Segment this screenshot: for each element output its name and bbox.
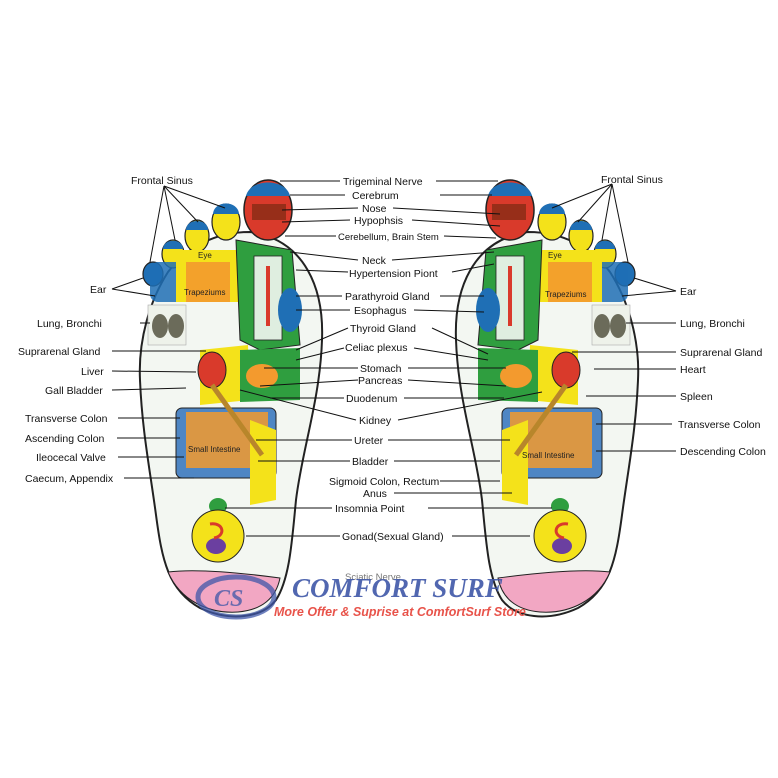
- label-transverse-colon-right: Transverse Colon: [678, 419, 761, 431]
- label-insomnia: Insomnia Point: [335, 503, 405, 515]
- brand-name: COMFORT SURF: [292, 573, 503, 603]
- label-gonad: Gonad(Sexual Gland): [342, 531, 444, 543]
- brand-logo-icon: [195, 574, 277, 620]
- label-nose: Nose: [362, 203, 387, 215]
- right-leader-lines: [551, 183, 677, 452]
- label-trigeminal: Trigeminal Nerve: [343, 176, 423, 188]
- label-neck: Neck: [362, 255, 387, 267]
- eye-left-label: Eye: [198, 251, 212, 260]
- label-caecum: Caecum, Appendix: [25, 473, 114, 485]
- left-leader-lines: [111, 185, 226, 479]
- label-cerebrum: Cerebrum: [352, 190, 399, 202]
- label-hypophsis: Hypophsis: [354, 215, 403, 227]
- label-stomach: Stomach: [360, 363, 402, 375]
- label-celiac: Celiac plexus: [345, 342, 407, 354]
- label-transverse-colon-left: Transverse Colon: [25, 413, 108, 425]
- brand-tagline: More Offer & Suprise at ComfortSurf Stor…: [274, 605, 526, 619]
- label-ear-left: Ear: [90, 284, 107, 296]
- label-kidney: Kidney: [359, 415, 392, 427]
- small-intestine-right-label: Small Intestine: [522, 451, 575, 460]
- label-sciatic: Sciatic Nerve: [345, 572, 401, 583]
- label-ureter: Ureter: [354, 435, 384, 447]
- label-cerebellum: Cerebellum, Brain Stem: [338, 232, 439, 243]
- center-leader-lines: [225, 180, 552, 537]
- label-parathyroid: Parathyroid Gland: [345, 291, 430, 303]
- label-pancreas: Pancreas: [358, 375, 402, 387]
- label-esophagus: Esophagus: [354, 305, 407, 317]
- label-heart: Heart: [680, 364, 706, 376]
- label-lung-left: Lung, Bronchi: [37, 318, 102, 330]
- left-labels: Frontal Sinus Ear Lung, Bronchi Supraren…: [18, 175, 193, 485]
- center-labels: Trigeminal Nerve Cerebrum Nose Hypophsis…: [329, 176, 444, 583]
- label-suprarenal-left: Suprarenal Gland: [18, 346, 100, 358]
- watermark: CS COMFORT SURF More Offer & Suprise at …: [195, 573, 526, 620]
- label-sigmoid: Sigmoid Colon, Rectum: [329, 476, 440, 488]
- label-liver: Liver: [81, 366, 104, 378]
- label-descending-colon: Descending Colon: [680, 446, 766, 458]
- trapeziums-left-label: Trapeziums: [184, 288, 226, 297]
- label-frontal-sinus-right: Frontal Sinus: [601, 174, 663, 186]
- label-duodenum: Duodenum: [346, 393, 398, 405]
- trapeziums-right-label: Trapeziums: [545, 290, 587, 299]
- small-intestine-left-label: Small Intestine: [188, 445, 241, 454]
- label-spleen: Spleen: [680, 391, 713, 403]
- label-bladder: Bladder: [352, 456, 389, 468]
- label-ascending-colon: Ascending Colon: [25, 433, 105, 445]
- label-ear-right: Ear: [680, 286, 697, 298]
- label-gall-bladder: Gall Bladder: [45, 385, 103, 397]
- label-anus: Anus: [363, 488, 387, 500]
- label-hypertension: Hypertension Piont: [349, 268, 438, 280]
- label-ileocecal-valve: Ileocecal Valve: [36, 452, 106, 464]
- brand-logo-letters: CS: [214, 586, 243, 612]
- right-labels: Frontal Sinus Ear Lung, Bronchi Supraren…: [601, 174, 766, 458]
- label-thyroid: Thyroid Gland: [350, 323, 416, 335]
- eye-right-label: Eye: [548, 251, 562, 260]
- label-suprarenal-right: Suprarenal Gland: [680, 347, 762, 359]
- label-frontal-sinus-left: Frontal Sinus: [131, 175, 193, 187]
- label-lung-right: Lung, Bronchi: [680, 318, 745, 330]
